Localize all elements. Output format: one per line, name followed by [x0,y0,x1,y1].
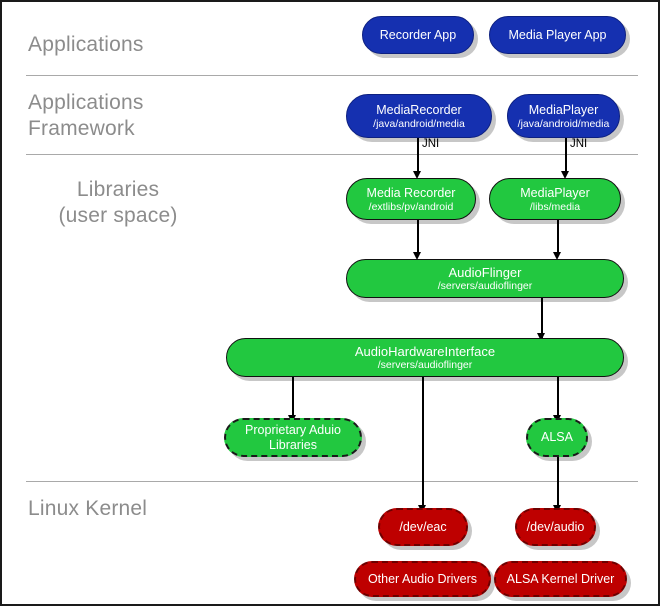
node-media-player-app-title: Media Player App [508,27,607,42]
node-proprietary-audio-libraries[interactable]: Proprietary Aduio Libraries [224,418,362,457]
arrowhead-mediarecorder-audioflinger [413,252,421,260]
node-audio-flinger-title: AudioFlinger [448,265,522,280]
node-media-recorder-framework-title: MediaRecorder [376,102,462,117]
layer-label-linux-kernel: Linux Kernel [28,497,148,520]
node-dev-eac[interactable]: /dev/eac [378,508,468,546]
connector-mediarecorder-jni [417,138,419,174]
node-media-recorder-framework[interactable]: MediaRecorder /java/android/media [346,94,492,138]
node-media-recorder-library[interactable]: Media Recorder /extlibs/pv/android [346,178,476,220]
arrowhead-audioflinger-audiohardwareinterface [537,333,545,341]
arrowhead-mediaplayer-audioflinger [553,252,561,260]
node-alsa-title: ALSA [541,430,573,444]
node-dev-eac-title: /dev/eac [399,519,447,534]
node-media-player-app[interactable]: Media Player App [489,16,626,54]
node-media-recorder-framework-path: /java/android/media [373,117,465,130]
node-other-audio-drivers[interactable]: Other Audio Drivers [354,561,491,597]
connector-alsa-dev-audio [557,457,559,511]
connector-mediarecorder-audioflinger [417,220,419,256]
node-media-player-library-title: MediaPlayer [520,185,590,200]
node-other-audio-drivers-title: Other Audio Drivers [367,571,478,586]
connector-ahi-proprietary [292,377,294,421]
connector-ahi-alsa [557,377,559,421]
edge-label-jni-right: JNI [570,138,588,150]
node-audio-hardware-interface-path: /servers/audioflinger [377,359,473,371]
connector-mediaplayer-audioflinger [557,220,559,256]
connector-ahi-dev-eac [422,377,424,511]
layer-label-applications-framework: Applications Framework [28,91,144,140]
edge-label-jni-left: JNI [422,138,440,150]
node-dev-audio[interactable]: /dev/audio [515,508,596,546]
node-media-recorder-library-path: /extlibs/pv/android [368,200,454,213]
node-recorder-app-title: Recorder App [379,27,457,42]
node-recorder-app[interactable]: Recorder App [362,16,474,54]
connector-mediaplayer-jni [565,138,567,174]
node-audio-flinger[interactable]: AudioFlinger /servers/audioflinger [346,259,624,298]
layer-label-applications: Applications [28,33,144,56]
node-media-player-framework-path: /java/android/media [517,117,610,130]
node-alsa-kernel-driver[interactable]: ALSA Kernel Driver [494,561,627,597]
node-dev-audio-title: /dev/audio [526,519,585,534]
node-audio-flinger-path: /servers/audioflinger [437,280,533,292]
divider-applications [26,75,638,76]
node-audio-hardware-interface[interactable]: AudioHardwareInterface /servers/audiofli… [226,338,624,377]
node-audio-hardware-interface-title: AudioHardwareInterface [354,344,496,359]
node-alsa[interactable]: ALSA [526,418,588,457]
node-media-player-framework-title: MediaPlayer [528,102,599,117]
node-media-player-framework[interactable]: MediaPlayer /java/android/media [507,94,620,138]
node-proprietary-audio-libraries-title: Proprietary Aduio Libraries [245,422,341,452]
arrowhead-mediarecorder-jni [413,171,421,179]
node-alsa-kernel-driver-title: ALSA Kernel Driver [506,571,615,586]
divider-applications-framework [26,154,638,155]
node-media-recorder-library-title: Media Recorder [366,185,456,200]
node-media-player-library[interactable]: MediaPlayer /libs/media [489,178,621,220]
divider-libraries [26,481,638,482]
connector-audioflinger-audiohardwareinterface [541,298,543,340]
arrowhead-mediaplayer-jni [561,171,569,179]
node-media-player-library-path: /libs/media [529,200,581,213]
layer-label-libraries: Libraries (user space) [58,178,178,227]
